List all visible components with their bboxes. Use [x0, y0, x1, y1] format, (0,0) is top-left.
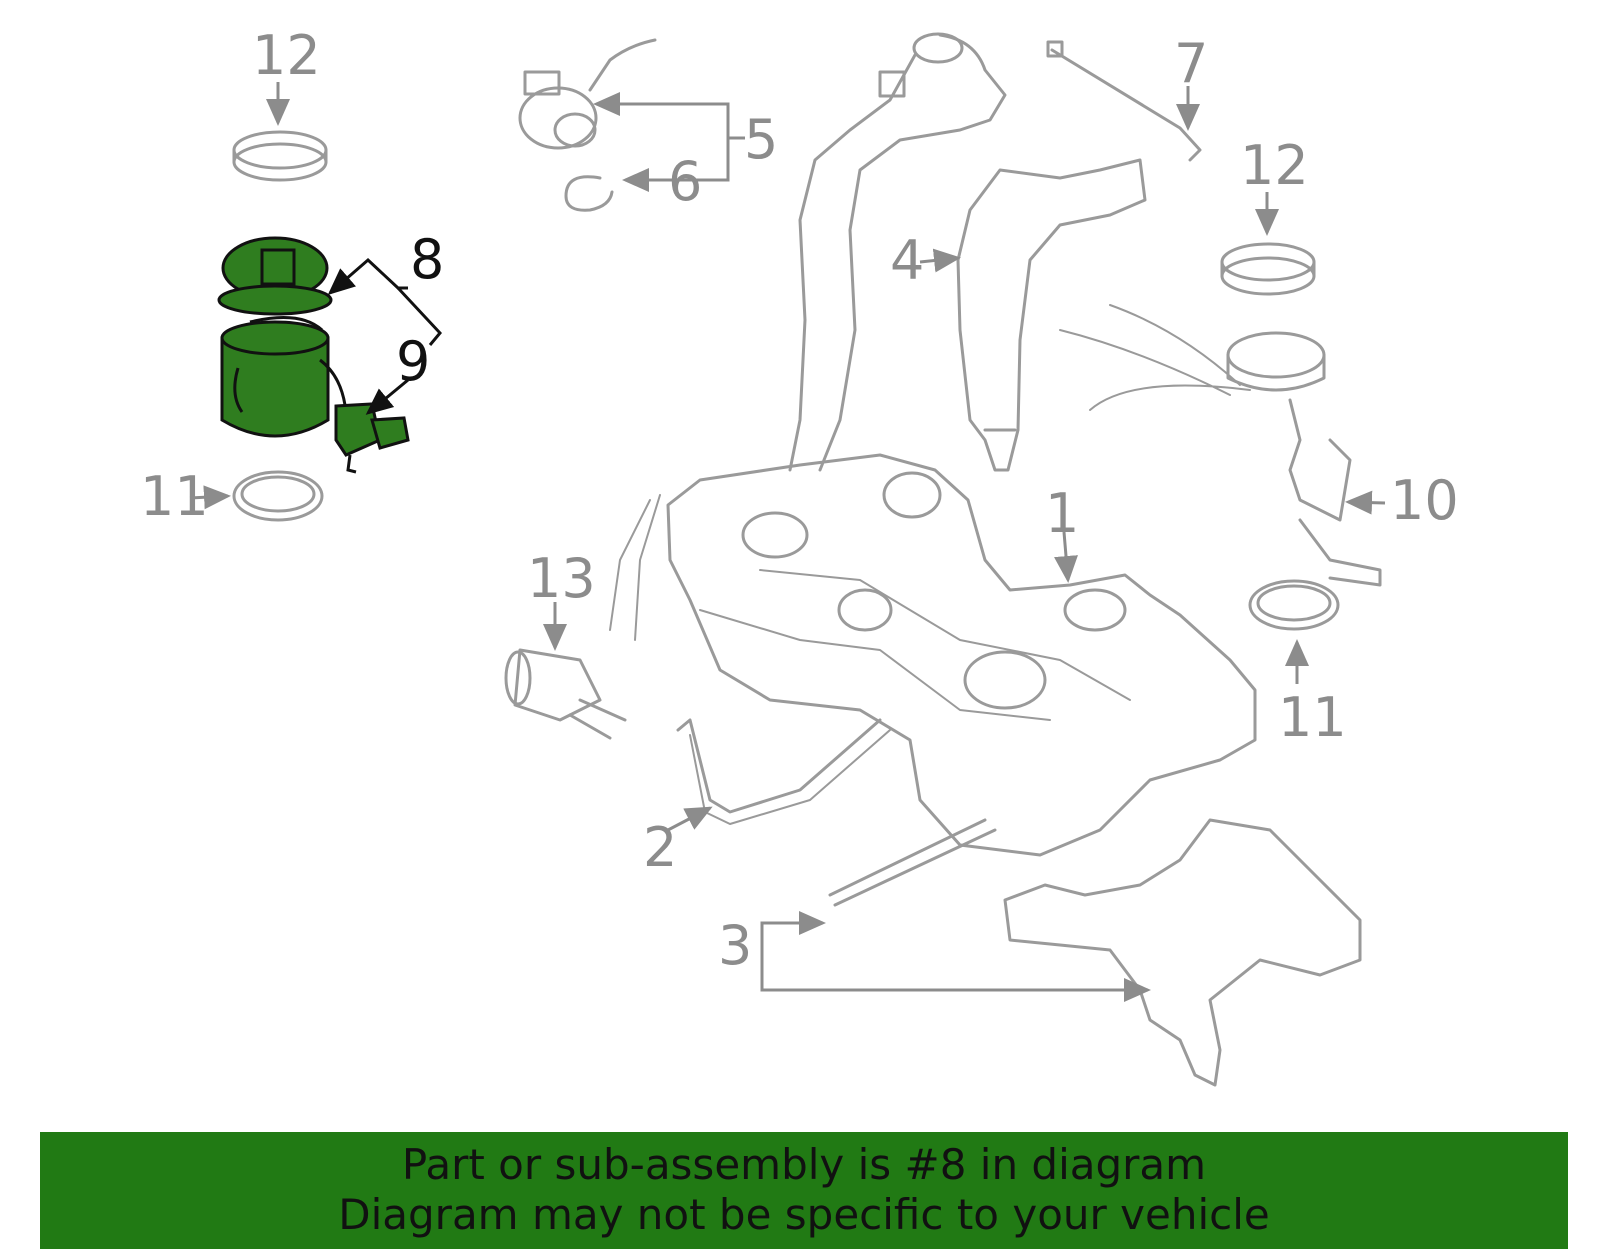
callout-7: 7 [1174, 32, 1208, 95]
tank-strap[interactable] [676, 718, 891, 825]
callout-3: 3 [718, 914, 752, 977]
callout-labels: 12 11 8 9 5 6 7 12 4 1 10 13 11 2 3 [140, 24, 1459, 977]
leader-lines [189, 82, 1386, 1002]
lock-ring-right[interactable] [1220, 242, 1316, 296]
sensor[interactable] [1046, 40, 1202, 162]
notice-banner: Part or sub-assembly is #8 in diagram Di… [40, 1132, 1568, 1249]
banner-line-1: Part or sub-assembly is #8 in diagram [401, 1140, 1207, 1189]
fuel-tank[interactable] [609, 453, 1257, 857]
fuel-level-sender-highlighted[interactable] [334, 402, 410, 474]
callout-12-left: 12 [252, 24, 321, 87]
callout-5: 5 [744, 108, 778, 171]
callout-10: 10 [1390, 469, 1459, 532]
fuel-pump-module-highlighted[interactable] [217, 236, 347, 438]
seal-ring-right[interactable] [1248, 579, 1340, 631]
banner-line-2: Diagram may not be specific to your vehi… [338, 1190, 1270, 1239]
seal-ring-left[interactable] [232, 470, 324, 522]
underbody-shield[interactable] [828, 818, 1362, 1087]
callout-6: 6 [668, 150, 702, 213]
fuel-pump-assembly-right[interactable] [1059, 304, 1382, 587]
callout-11-left: 11 [140, 465, 209, 528]
retaining-clip[interactable] [564, 175, 614, 212]
filler-pipe-shield[interactable] [956, 158, 1147, 472]
callout-9: 9 [396, 330, 430, 393]
parts-diagram: 12 11 8 9 5 6 7 12 4 1 10 13 11 2 3 [140, 24, 1459, 1087]
callout-2: 2 [643, 816, 677, 879]
callout-13: 13 [527, 547, 596, 610]
fuel-filter[interactable] [504, 648, 627, 740]
callout-1: 1 [1045, 482, 1079, 545]
filler-neck[interactable] [788, 32, 1007, 472]
callout-12-right: 12 [1240, 134, 1309, 197]
filler-cap[interactable] [518, 38, 657, 150]
callout-8: 8 [410, 228, 444, 291]
callout-4: 4 [890, 229, 924, 292]
callout-11-right: 11 [1278, 686, 1347, 749]
lock-ring-left[interactable] [232, 130, 328, 182]
